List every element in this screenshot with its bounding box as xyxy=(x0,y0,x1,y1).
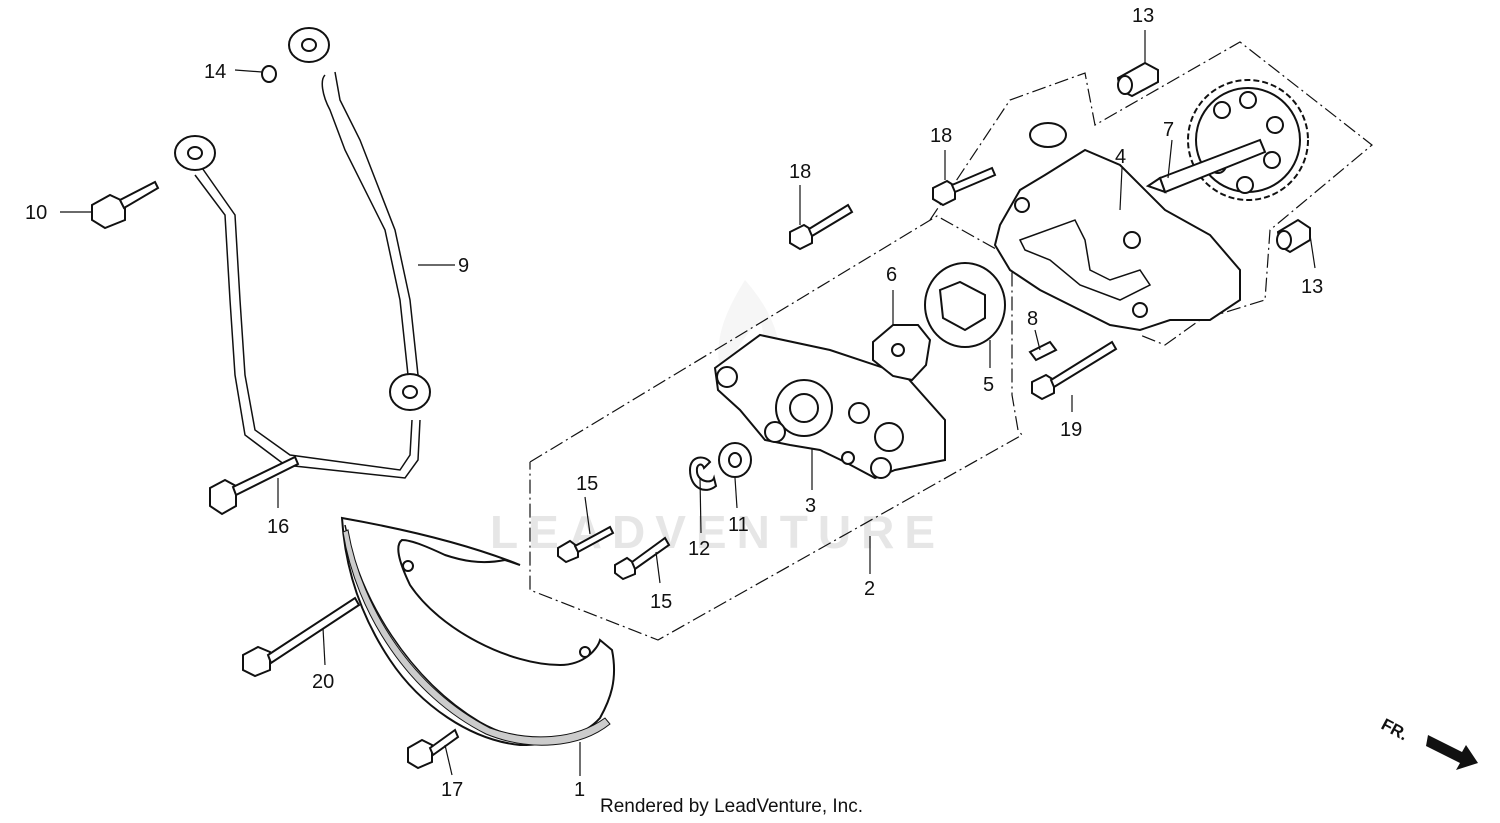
bolt-part-18-right xyxy=(932,166,997,207)
bolt-part-16 xyxy=(209,455,300,516)
callout-12: 12 xyxy=(688,538,710,560)
pump-gear-part-7 xyxy=(1145,79,1309,201)
watermark-logo xyxy=(718,280,781,400)
callout-17: 17 xyxy=(441,779,463,801)
washer-part-11 xyxy=(718,442,752,478)
callout-15-upper: 15 xyxy=(576,473,598,495)
fr-label: FR. xyxy=(1378,715,1411,745)
callout-13-upper: 13 xyxy=(1132,5,1154,27)
callout-18-left: 18 xyxy=(789,161,811,183)
callout-7: 7 xyxy=(1163,119,1174,141)
inner-rotor-part-6 xyxy=(872,324,932,382)
bolt-part-10 xyxy=(91,180,160,230)
callout-9: 9 xyxy=(458,255,469,277)
callout-18-right: 18 xyxy=(930,125,952,147)
callout-1: 1 xyxy=(574,779,585,801)
callout-13-lower: 13 xyxy=(1301,276,1323,298)
callout-3: 3 xyxy=(805,495,816,517)
leader-lines xyxy=(60,30,1316,776)
callout-2: 2 xyxy=(864,578,875,600)
callout-4: 4 xyxy=(1115,146,1126,168)
bolt-part-20 xyxy=(242,596,361,678)
callout-labels: 10 14 9 13 13 18 18 4 7 6 5 8 19 3 11 12… xyxy=(25,5,1323,801)
dowel-pin-part-13-upper xyxy=(1116,61,1159,98)
render-credit-footer: Rendered by LeadVenture, Inc. xyxy=(600,796,863,817)
callout-19: 19 xyxy=(1060,419,1082,441)
clip-part-12 xyxy=(688,456,718,491)
front-direction-arrow: FR. xyxy=(1378,715,1478,770)
bolt-part-17 xyxy=(407,728,460,770)
bolt-part-19 xyxy=(1031,340,1118,401)
outer-rotor-part-5 xyxy=(924,262,1006,348)
callout-6: 6 xyxy=(886,264,897,286)
callout-15-lower: 15 xyxy=(650,591,672,613)
assembly-outline-gear xyxy=(929,41,1373,346)
screw-part-15-upper xyxy=(557,525,615,564)
callout-20: 20 xyxy=(312,671,334,693)
assembly-outline-2 xyxy=(529,215,1023,641)
callout-14: 14 xyxy=(204,61,226,83)
screw-part-15-lower xyxy=(614,536,671,581)
shroud-part-1 xyxy=(340,516,616,747)
washer-part-14 xyxy=(261,65,277,83)
callout-11: 11 xyxy=(728,514,749,536)
callout-5: 5 xyxy=(983,374,994,396)
dowel-pin-part-13-lower xyxy=(1276,218,1311,254)
pin-part-8 xyxy=(1028,340,1058,362)
callout-16: 16 xyxy=(267,516,289,538)
callout-10: 10 xyxy=(25,202,47,224)
callout-8: 8 xyxy=(1027,308,1038,330)
pump-body-part-4 xyxy=(993,122,1241,332)
oil-pipe-part-9 xyxy=(174,27,431,479)
bolt-part-18-left xyxy=(789,203,854,251)
